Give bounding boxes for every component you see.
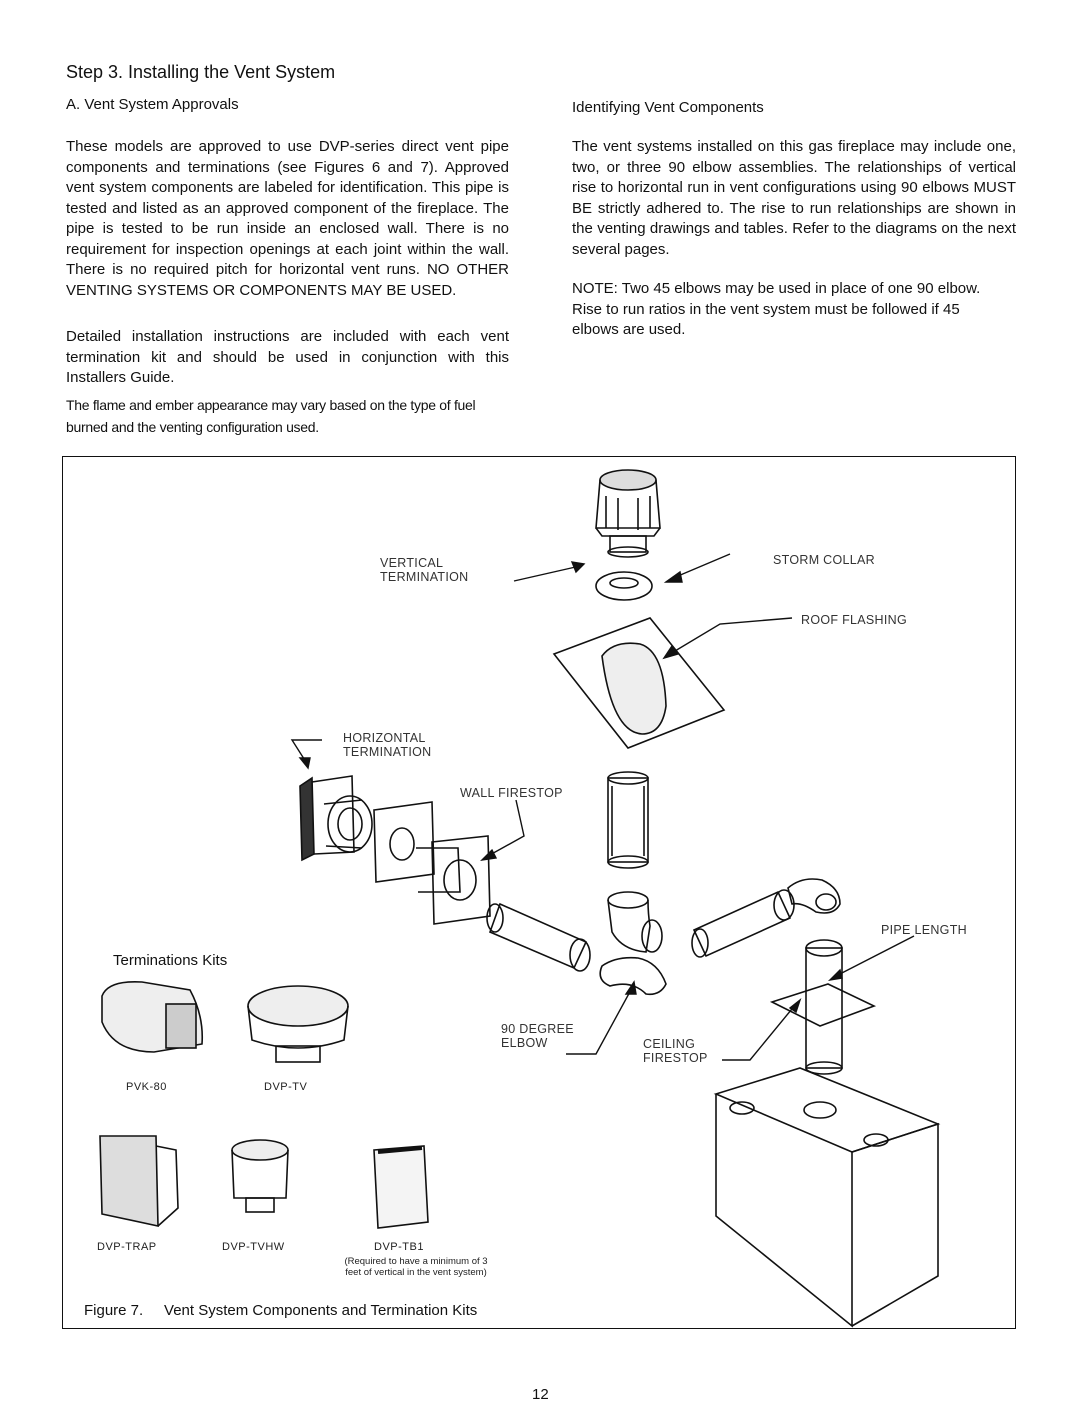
figure-caption: Figure 7. Vent System Components and Ter… xyxy=(84,1302,478,1319)
pipe-horizontal-left-drawing xyxy=(486,902,591,972)
label-90-degree-elbow: 90 DEGREE ELBOW xyxy=(501,1022,574,1050)
kit-dvptvhw-drawing xyxy=(231,1139,289,1213)
note-line: (Required to have a minimum of 3 xyxy=(344,1256,488,1267)
components-paragraph: The vent systems installed on this gas f… xyxy=(572,138,1016,258)
kits-heading: Terminations Kits xyxy=(113,952,228,969)
label-line: CEILING xyxy=(643,1037,696,1051)
ceiling-firestop-drawing xyxy=(769,939,877,1075)
storm-collar-drawing xyxy=(595,571,653,601)
instructions-paragraph: Detailed installation instructions are i… xyxy=(66,328,509,386)
kit-dvptv-drawing xyxy=(247,985,349,1063)
elbow-right-drawing xyxy=(787,878,841,914)
label-roof-flashing: ROOF FLASHING xyxy=(801,613,907,627)
fireplace-box-drawing xyxy=(713,1067,941,1328)
label-wall-firestop: WALL FIRESTOP xyxy=(460,786,563,800)
roof-flashing-drawing xyxy=(552,617,726,749)
elbow-note: NOTE: Two 45 elbows may be used in place… xyxy=(572,280,981,338)
kit-label-dvptvhw: DVP-TVHW xyxy=(222,1241,285,1253)
pipe-horizontal-right-drawing xyxy=(691,889,795,958)
kit-pvk80-drawing xyxy=(101,980,204,1053)
flame-paragraph: The flame and ember appearance may vary … xyxy=(66,397,476,435)
label-line: HORIZONTAL xyxy=(343,731,426,745)
note-line: feet of vertical in the vent system) xyxy=(345,1267,487,1278)
pipe-section-drawing xyxy=(607,771,649,869)
kit-label-pvk80: PVK-80 xyxy=(126,1081,167,1093)
elbow-lower-drawing xyxy=(599,956,667,996)
kit-dvptrap-drawing xyxy=(99,1135,179,1227)
label-line: TERMINATION xyxy=(343,745,432,759)
label-line: ELBOW xyxy=(501,1036,548,1050)
label-storm-collar: STORM COLLAR xyxy=(773,553,876,567)
label-line: TERMINATION xyxy=(380,570,469,584)
horizontal-termination-drawing xyxy=(299,775,373,862)
label-ceiling-firestop: CEILING FIRESTOP xyxy=(643,1037,708,1065)
page-title: Step 3. Installing the Vent System xyxy=(66,62,336,82)
dvptb1-note: (Required to have a minimum of 3 feet of… xyxy=(326,1256,506,1278)
page-number: 12 xyxy=(532,1386,549,1403)
label-pipe-length: PIPE LENGTH xyxy=(881,923,967,937)
kit-dvptb1-drawing xyxy=(373,1145,429,1229)
figure-frame xyxy=(62,456,1016,1329)
section-heading-approvals: A. Vent System Approvals xyxy=(66,96,239,113)
kit-label-dvptrap: DVP-TRAP xyxy=(97,1241,157,1253)
label-line: FIRESTOP xyxy=(643,1051,708,1065)
kit-label-dvptb1: DVP-TB1 xyxy=(374,1241,424,1253)
label-vertical-termination: VERTICAL TERMINATION xyxy=(380,556,468,584)
label-line: 90 DEGREE xyxy=(501,1022,574,1036)
vertical-termination-drawing xyxy=(595,469,661,558)
kit-label-dvptv: DVP-TV xyxy=(264,1081,308,1093)
label-horizontal-termination: HORIZONTAL TERMINATION xyxy=(343,731,431,759)
elbow-upper-drawing xyxy=(607,891,663,953)
approvals-paragraph: These models are approved to use DVP-ser… xyxy=(66,138,509,299)
label-line: VERTICAL xyxy=(380,556,444,570)
vent-components-illustration xyxy=(99,469,941,1328)
wall-firestop-drawing xyxy=(373,801,491,925)
section-heading-components: Identifying Vent Components xyxy=(572,99,764,116)
